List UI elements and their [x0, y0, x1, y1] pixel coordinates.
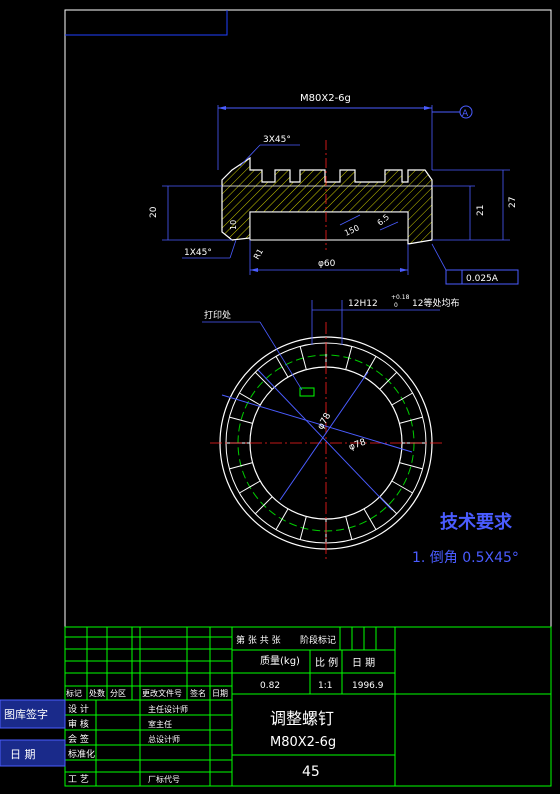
slot-line: [299, 346, 307, 370]
rev-header: 处数: [89, 688, 105, 698]
slot-line: [239, 480, 261, 494]
datum-label: A: [462, 109, 469, 119]
slot-line: [399, 416, 423, 424]
side-labels: 图库签字 日 期: [0, 699, 66, 767]
rev-header: 分区: [110, 689, 126, 698]
role-label: 设 计: [68, 703, 89, 715]
slot-count: 12等处均布: [412, 297, 459, 309]
role-label: 会 签: [68, 733, 89, 745]
weight-label: 质量(kg): [260, 655, 300, 667]
slot-fit: 12H12: [348, 299, 378, 309]
tolerance-value: 0.025A: [466, 274, 499, 284]
datum-marker: [459, 105, 473, 119]
marking-label: 打印处: [204, 309, 231, 321]
marking-box: [299, 387, 315, 397]
slot-line: [363, 508, 377, 530]
role-label: 审 核: [68, 718, 89, 730]
sheet-label: 第 张 共 张: [236, 634, 281, 646]
slot-line: [229, 462, 253, 470]
slot-line: [345, 346, 353, 370]
slot-line: [239, 392, 261, 406]
tech-req-item: 1. 倒角 0.5X45°: [412, 550, 519, 566]
title-block-text: 第 张 共 张 阶段标记 质量(kg) 比 例 日 期 0.82 1:1 199…: [66, 634, 384, 785]
bore-dimension: φ60: [318, 259, 336, 269]
slot-line: [275, 508, 289, 530]
role-title: 主任设计师: [148, 704, 188, 714]
rev-header: 更改文件号: [142, 688, 182, 698]
height-dim-27: 27: [508, 197, 518, 208]
stamp-label: 图库签字: [4, 707, 48, 721]
date-value: 1996.9: [352, 681, 384, 691]
rev-header: 标记: [66, 688, 82, 698]
slot-line: [363, 356, 377, 378]
scale-label: 比 例: [315, 656, 338, 669]
part-spec: M80X2-6g: [270, 735, 336, 750]
role-title: 室主任: [148, 719, 172, 729]
height-dim-21: 21: [476, 205, 486, 216]
top-view: φ78 φ78 打印处 12H12 +0.18 0 12等处均布: [202, 294, 459, 560]
technical-requirements: 技术要求 1. 倒角 0.5X45°: [412, 511, 519, 566]
part-name: 调整螺钉: [270, 709, 334, 728]
role-label: 标准化: [68, 748, 95, 760]
slot-line: [275, 356, 289, 378]
rev-header: 日期: [212, 689, 228, 698]
slot-tol-lower: 0: [394, 302, 398, 309]
front-view: M80X2-6g A 3X45° 20 21 27 10 150 6.5 R1 …: [149, 93, 519, 285]
slot-line: [299, 516, 307, 540]
weight-value: 0.82: [260, 681, 280, 691]
slot-line: [391, 480, 413, 494]
rev-header: 签名: [190, 688, 206, 698]
slot-line: [399, 462, 423, 470]
slot-line: [345, 516, 353, 540]
chamfer-bottom-label: 1X45°: [184, 248, 212, 258]
scale-value: 1:1: [318, 681, 332, 691]
height-dim-20: 20: [149, 206, 159, 218]
slot-line: [254, 496, 273, 515]
chamfer-top-label: 3X45°: [263, 135, 291, 145]
role-title: 总设计师: [148, 734, 180, 744]
date-side-label: 日 期: [10, 748, 36, 761]
thread-dimension: M80X2-6g: [300, 93, 351, 104]
slot-line: [391, 392, 413, 406]
stage-label: 阶段标记: [300, 634, 336, 646]
role-label: 工 艺: [68, 774, 89, 785]
slot-line: [379, 371, 398, 390]
dim-10: 10: [229, 220, 238, 230]
date-label: 日 期: [352, 657, 375, 669]
slot-line: [229, 416, 253, 424]
tech-req-title: 技术要求: [440, 511, 513, 533]
role-title: 厂标代号: [148, 774, 180, 784]
drawing-number: 45: [302, 764, 320, 780]
title-block: [64, 626, 552, 787]
tolerance-frame: [445, 269, 519, 285]
slot-tol-upper: +0.18: [391, 294, 410, 301]
slot-line: [254, 371, 273, 390]
